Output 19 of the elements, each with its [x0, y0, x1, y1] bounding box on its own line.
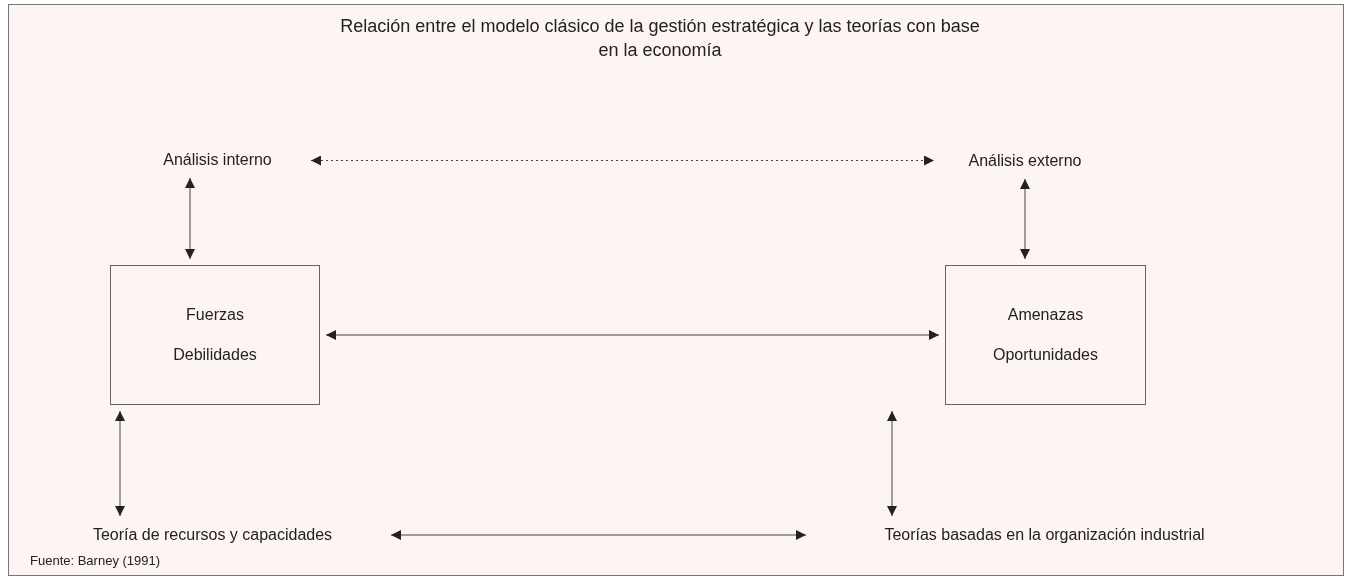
double-arrow: [310, 155, 935, 166]
diagram-title: Relación entre el modelo clásico de la gestión estratégica y las teorías con base en la economía: [340, 15, 980, 62]
double-arrow: [115, 410, 125, 517]
node-label: Teorías basadas en la organización industrial: [812, 522, 1277, 548]
node-label: Teoría de recursos y capacidades: [40, 522, 385, 548]
double-arrow: [390, 530, 807, 540]
node-label: Análisis interno: [130, 148, 305, 172]
box-text: Amenazas: [1007, 306, 1084, 324]
concept-box: [110, 265, 320, 405]
box-text: Oportunidades: [993, 346, 1098, 364]
double-arrow: [1020, 178, 1030, 260]
concept-box: [945, 265, 1146, 405]
box-text: Fuerzas: [186, 306, 244, 324]
double-arrow: [887, 410, 897, 517]
double-arrow: [185, 177, 195, 260]
double-arrow: [325, 330, 940, 340]
box-text: Debilidades: [173, 346, 257, 364]
node-label: Análisis externo: [940, 149, 1110, 173]
source-note: Fuente: Barney (1991): [30, 553, 161, 568]
